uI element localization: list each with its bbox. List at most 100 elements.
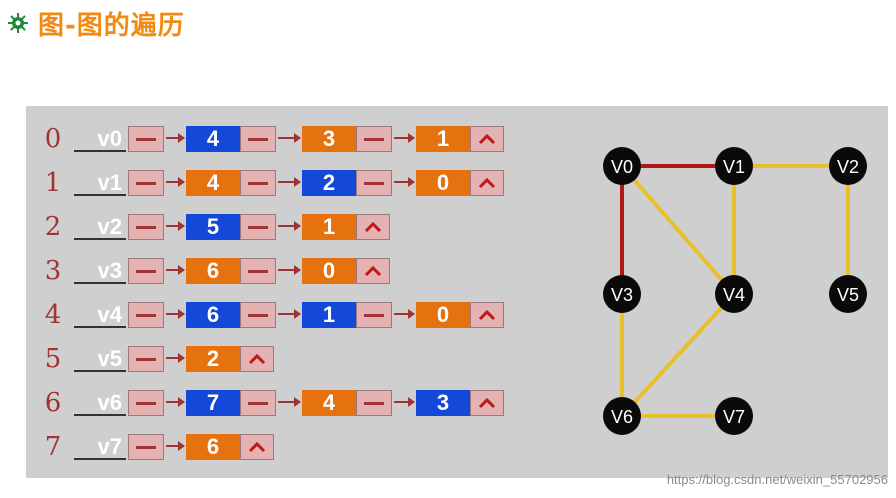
edge-node-value: 0 bbox=[416, 170, 470, 196]
vertex-name: v5 bbox=[74, 346, 126, 372]
next-pointer-cell bbox=[240, 258, 276, 284]
pointer-dash bbox=[364, 314, 384, 317]
node-label: V4 bbox=[723, 285, 745, 305]
head-pointer-cell bbox=[128, 170, 164, 196]
pointer-dash bbox=[136, 226, 156, 229]
pointer-dash bbox=[364, 138, 384, 141]
link-arrow bbox=[166, 221, 185, 231]
null-pointer-cell bbox=[240, 434, 274, 460]
link-arrow bbox=[394, 177, 415, 187]
node-label: V2 bbox=[837, 157, 859, 177]
pointer-dash bbox=[136, 358, 156, 361]
node-circle bbox=[603, 147, 641, 185]
edge-node-value: 2 bbox=[302, 170, 356, 196]
vertex-name: v6 bbox=[74, 390, 126, 416]
node-circle bbox=[603, 275, 641, 313]
row-index: 5 bbox=[44, 344, 62, 374]
node-circle bbox=[829, 147, 867, 185]
null-caret-icon bbox=[478, 309, 496, 321]
link-arrow bbox=[278, 221, 301, 231]
pointer-dash bbox=[248, 182, 268, 185]
edge-node-value: 0 bbox=[416, 302, 470, 328]
null-pointer-cell bbox=[240, 346, 274, 372]
head-pointer-cell bbox=[128, 390, 164, 416]
row-index: 0 bbox=[44, 124, 62, 154]
slide-title: 图-图的遍历 bbox=[8, 6, 185, 41]
row-index: 3 bbox=[44, 256, 62, 286]
link-arrow bbox=[394, 309, 415, 319]
graph-node-v3: V3 bbox=[603, 275, 641, 313]
gear-bullet-icon bbox=[8, 13, 28, 33]
row-index: 7 bbox=[44, 432, 62, 462]
title-text: 图-图的遍历 bbox=[38, 10, 185, 41]
node-label: V7 bbox=[723, 407, 745, 427]
link-arrow bbox=[278, 133, 301, 143]
null-pointer-cell bbox=[470, 170, 504, 196]
node-label: V1 bbox=[723, 157, 745, 177]
null-caret-icon bbox=[478, 177, 496, 189]
edge-node-value: 6 bbox=[186, 434, 240, 460]
next-pointer-cell bbox=[356, 390, 392, 416]
next-pointer-cell bbox=[240, 214, 276, 240]
next-pointer-cell bbox=[356, 302, 392, 328]
edge-node-value: 7 bbox=[186, 390, 240, 416]
next-pointer-cell bbox=[240, 170, 276, 196]
graph-edge-v4-v6 bbox=[620, 292, 736, 418]
pointer-dash bbox=[248, 314, 268, 317]
vertex-name: v1 bbox=[74, 170, 126, 196]
edge-node-value: 1 bbox=[302, 302, 356, 328]
pointer-dash bbox=[364, 402, 384, 405]
pointer-dash bbox=[248, 138, 268, 141]
node-label: V6 bbox=[611, 407, 633, 427]
null-caret-icon bbox=[364, 221, 382, 233]
vertex-name: v0 bbox=[74, 126, 126, 152]
pointer-dash bbox=[136, 138, 156, 141]
link-arrow bbox=[166, 265, 185, 275]
next-pointer-cell bbox=[240, 390, 276, 416]
link-arrow bbox=[166, 397, 185, 407]
edge-node-value: 1 bbox=[302, 214, 356, 240]
pointer-dash bbox=[248, 270, 268, 273]
link-arrow bbox=[166, 353, 185, 363]
node-label: V3 bbox=[611, 285, 633, 305]
node-circle bbox=[603, 397, 641, 435]
link-arrow bbox=[278, 265, 301, 275]
link-arrow bbox=[166, 309, 185, 319]
graph-node-v0: V0 bbox=[603, 147, 641, 185]
edge-node-value: 6 bbox=[186, 258, 240, 284]
graph-node-v7: V7 bbox=[715, 397, 753, 435]
graph-node-v4: V4 bbox=[715, 275, 753, 313]
row-index: 2 bbox=[44, 212, 62, 242]
watermark: https://blog.csdn.net/weixin_55702956 bbox=[666, 472, 888, 487]
next-pointer-cell bbox=[240, 302, 276, 328]
null-pointer-cell bbox=[470, 302, 504, 328]
link-arrow bbox=[166, 441, 185, 451]
edge-node-value: 6 bbox=[186, 302, 240, 328]
link-arrow bbox=[166, 133, 185, 143]
edge-node-value: 2 bbox=[186, 346, 240, 372]
row-index: 4 bbox=[44, 300, 62, 330]
adjacency-row-5: 5 v5 2 bbox=[26, 344, 586, 374]
node-label: V5 bbox=[837, 285, 859, 305]
vertex-name: v3 bbox=[74, 258, 126, 284]
edge-node-value: 3 bbox=[302, 126, 356, 152]
edge-node-value: 0 bbox=[302, 258, 356, 284]
graph-node-v6: V6 bbox=[603, 397, 641, 435]
graph-edge-v0-v4 bbox=[620, 164, 736, 296]
edge-node-value: 4 bbox=[186, 126, 240, 152]
pointer-dash bbox=[136, 446, 156, 449]
link-arrow bbox=[278, 309, 301, 319]
link-arrow bbox=[166, 177, 185, 187]
head-pointer-cell bbox=[128, 258, 164, 284]
null-caret-icon bbox=[248, 353, 266, 365]
head-pointer-cell bbox=[128, 126, 164, 152]
head-pointer-cell bbox=[128, 214, 164, 240]
null-caret-icon bbox=[478, 133, 496, 145]
